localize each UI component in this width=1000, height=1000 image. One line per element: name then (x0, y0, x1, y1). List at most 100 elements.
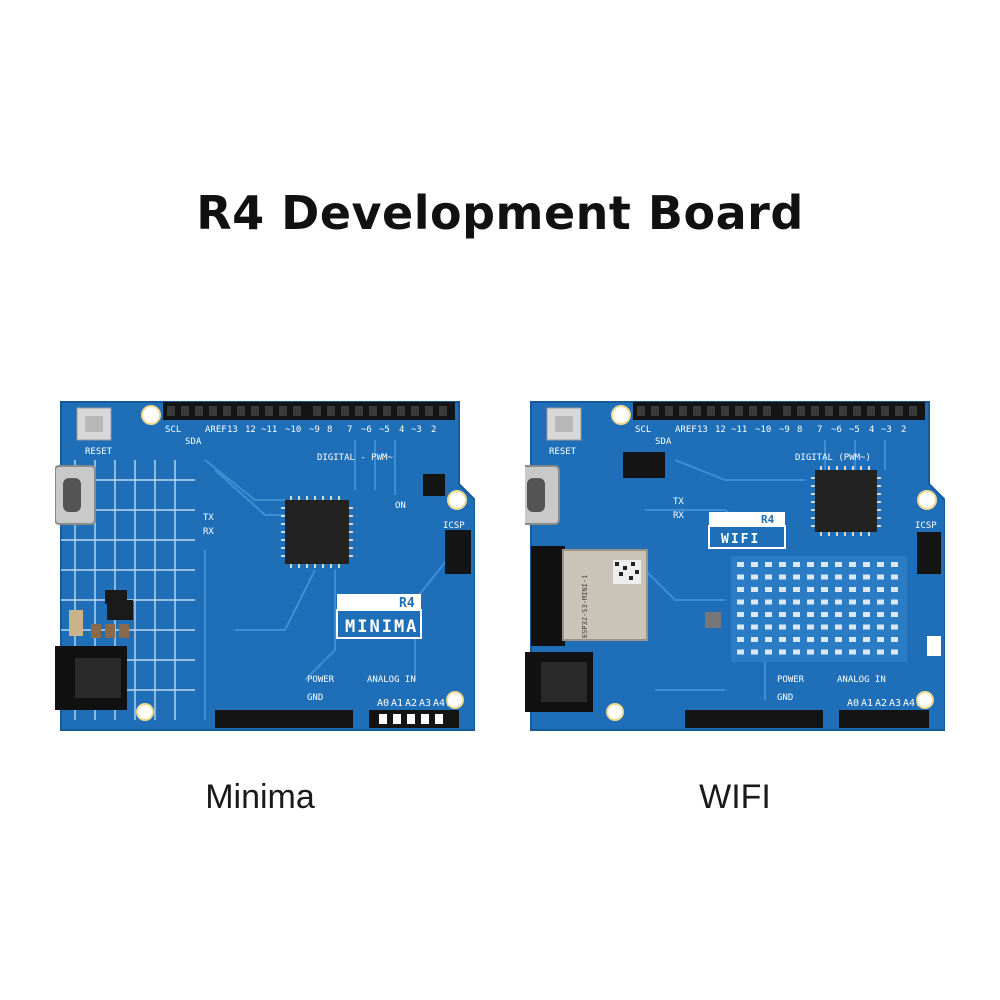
minima-sda: SDA (185, 437, 202, 447)
led-matrix-dot (891, 599, 898, 605)
led-matrix-dot (891, 562, 898, 567)
led-matrix-dot (821, 637, 828, 642)
wifi-d2: 2 (901, 425, 906, 435)
led-matrix-dot (807, 624, 814, 630)
led-matrix-dot (779, 574, 786, 580)
wifi-d12: 12 (715, 425, 726, 435)
led-matrix-dot (807, 637, 814, 642)
led-matrix-dot (863, 637, 870, 642)
wifi-d5: ~5 (849, 425, 860, 435)
led-matrix-dot (849, 562, 856, 567)
minima-d5: ~5 (379, 425, 390, 435)
led-matrix-dot (849, 649, 856, 655)
led-matrix-dot (793, 562, 800, 567)
wifi-d11: ~11 (731, 425, 747, 435)
led-matrix-dot (779, 649, 786, 655)
minima-d2: 2 (431, 425, 436, 435)
led-matrix-dot (835, 649, 842, 655)
wifi-analog-label: ANALOG IN (837, 675, 886, 685)
led-matrix-dot (779, 624, 786, 630)
led-matrix-dot (821, 599, 828, 605)
led-matrix-dot (751, 649, 758, 655)
minima-power-label: POWER (307, 675, 335, 685)
led-matrix-dot (737, 562, 744, 567)
minima-d6: ~6 (361, 425, 372, 435)
led-matrix-dot (807, 562, 814, 567)
minima-scl: SCL (165, 425, 181, 435)
led-matrix-dot (807, 649, 814, 655)
minima-caption: Minima (205, 778, 315, 816)
led-matrix-dot (821, 562, 828, 567)
minima-icsp-label: ICSP (443, 521, 465, 531)
minima-rx-label: RX (203, 527, 214, 537)
minima-a2: A2 (405, 698, 417, 709)
minima-analog-label: ANALOG IN (367, 675, 416, 685)
led-matrix-dot (877, 587, 884, 592)
led-matrix-dot (765, 587, 772, 592)
led-matrix-dot (779, 637, 786, 642)
minima-a0: A0 (377, 698, 389, 709)
wifi-tx-label: TX (673, 497, 684, 507)
wifi-digital-label: DIGITAL (PWM~) (795, 453, 871, 463)
led-matrix-dot (849, 624, 856, 630)
led-matrix-dot (751, 637, 758, 642)
led-matrix-dot (737, 624, 744, 630)
led-matrix-dot (793, 637, 800, 642)
led-matrix-dot (849, 587, 856, 592)
led-matrix-dot (877, 562, 884, 567)
led-matrix-dot (765, 637, 772, 642)
led-matrix-dot (877, 649, 884, 655)
led-matrix-dot (765, 574, 772, 580)
led-matrix-dot (863, 574, 870, 580)
led-matrix-dot (779, 587, 786, 592)
led-matrix-dot (793, 612, 800, 617)
led-matrix-dot (807, 612, 814, 617)
led-matrix-dot (737, 599, 744, 605)
wifi-a4: A4 (903, 698, 915, 709)
led-matrix-dot (891, 637, 898, 642)
wifi-d7: 7 (817, 425, 822, 435)
led-matrix-dot (765, 649, 772, 655)
led-matrix-dot (821, 612, 828, 617)
minima-a1: A1 (391, 698, 403, 709)
led-matrix-dot (863, 587, 870, 592)
led-matrix-dot (821, 587, 828, 592)
led-matrix-dot (793, 599, 800, 605)
minima-d13: 13 (227, 425, 238, 435)
led-matrix-dot (751, 562, 758, 567)
wifi-gnd-label: GND (777, 693, 793, 703)
led-matrix-dot (891, 624, 898, 630)
led-matrix-dot (835, 562, 842, 567)
led-matrix-dot (737, 612, 744, 617)
led-matrix-dot (765, 562, 772, 567)
led-matrix-dot (793, 587, 800, 592)
led-matrix-dot (779, 612, 786, 617)
led-matrix-dot (835, 624, 842, 630)
led-matrix-dot (877, 612, 884, 617)
wifi-rx-label: RX (673, 511, 684, 521)
minima-a5: A5 (447, 698, 459, 709)
wifi-d10: ~10 (755, 425, 771, 435)
led-matrix-dot (835, 587, 842, 592)
led-matrix-dot (751, 599, 758, 605)
minima-d12: 12 (245, 425, 256, 435)
led-matrix-dot (877, 599, 884, 605)
minima-badge-bottom: MINIMA (345, 617, 418, 637)
led-matrix-dot (807, 587, 814, 592)
led-matrix-dot (737, 637, 744, 642)
led-matrix-dot (835, 574, 842, 580)
led-matrix-dot (821, 574, 828, 580)
led-matrix-dot (877, 637, 884, 642)
led-matrix-dot (849, 637, 856, 642)
minima-badge-top: R4 (399, 596, 415, 611)
led-matrix-dot (793, 649, 800, 655)
wifi-d3: ~3 (881, 425, 892, 435)
wifi-power-label: POWER (777, 675, 805, 685)
led-matrix-dot (849, 599, 856, 605)
wifi-scl: SCL (635, 425, 651, 435)
wifi-d6: ~6 (831, 425, 842, 435)
minima-on-label: ON (395, 501, 406, 511)
minima-d3: ~3 (411, 425, 422, 435)
led-matrix-dot (891, 574, 898, 580)
led-matrix-dot (877, 624, 884, 630)
